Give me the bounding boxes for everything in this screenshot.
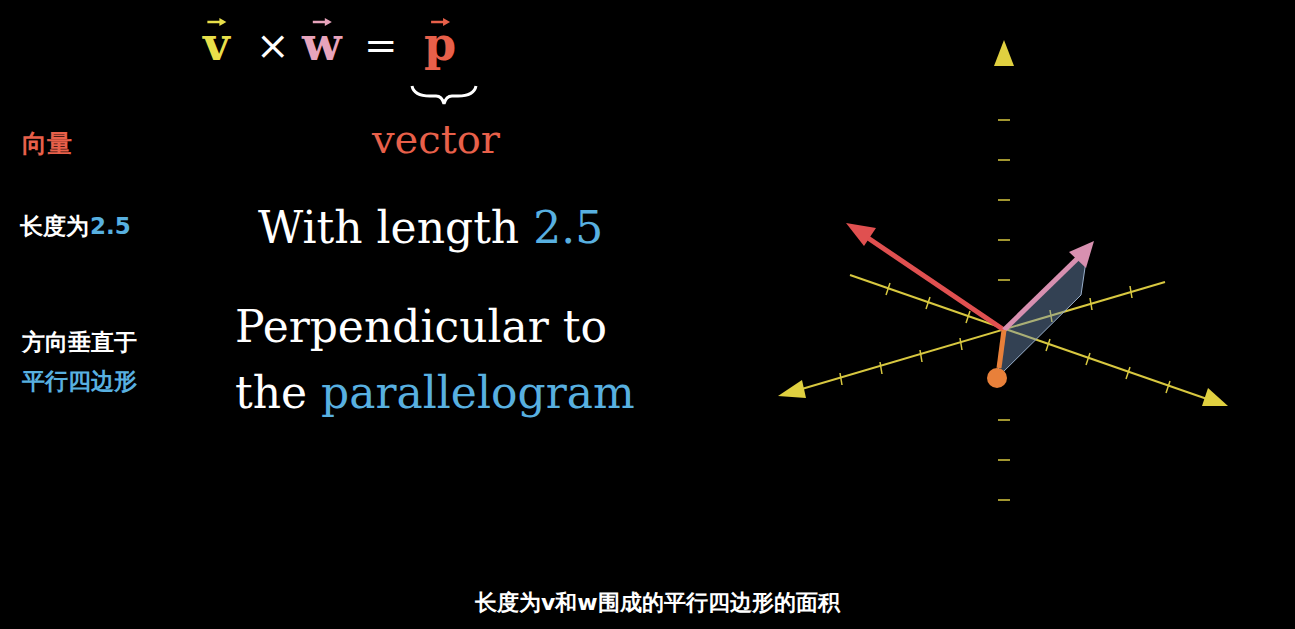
axes [795, 62, 1210, 600]
vector-p-head [846, 223, 876, 246]
brace [412, 86, 476, 104]
chinese-note: 平行四边形 [22, 368, 137, 394]
chinese-note: 方向垂直于 [22, 329, 137, 355]
formula-symbol: p [424, 18, 456, 71]
vector-w-head [1069, 241, 1094, 268]
parallelogram [997, 247, 1088, 378]
length-number: 2.5 [533, 203, 603, 254]
english-text: With length [258, 203, 519, 254]
chinese-note: 长度为 [20, 213, 89, 239]
vector-v [999, 330, 1004, 368]
subtitle-caption: 长度为v和w围成的平行四边形的面积 [475, 590, 840, 615]
formula-symbol: v [203, 18, 230, 71]
chinese-note: 向量 [22, 130, 72, 159]
formula-symbol: w [302, 18, 342, 71]
formula-operator: = [364, 22, 398, 68]
axis-ticks [840, 120, 1170, 500]
formula-operator: × [256, 22, 290, 68]
vector-w [1004, 256, 1080, 330]
axis-arrowheads [778, 40, 1228, 406]
chinese-number: 2.5 [90, 213, 131, 239]
english-text: the [235, 368, 307, 419]
vector-word: vector [372, 116, 500, 162]
english-highlight: parallelogram [321, 368, 635, 419]
vector-p [868, 238, 1004, 330]
vector-v-head [987, 368, 1007, 388]
english-text: Perpendicular to [235, 302, 607, 353]
